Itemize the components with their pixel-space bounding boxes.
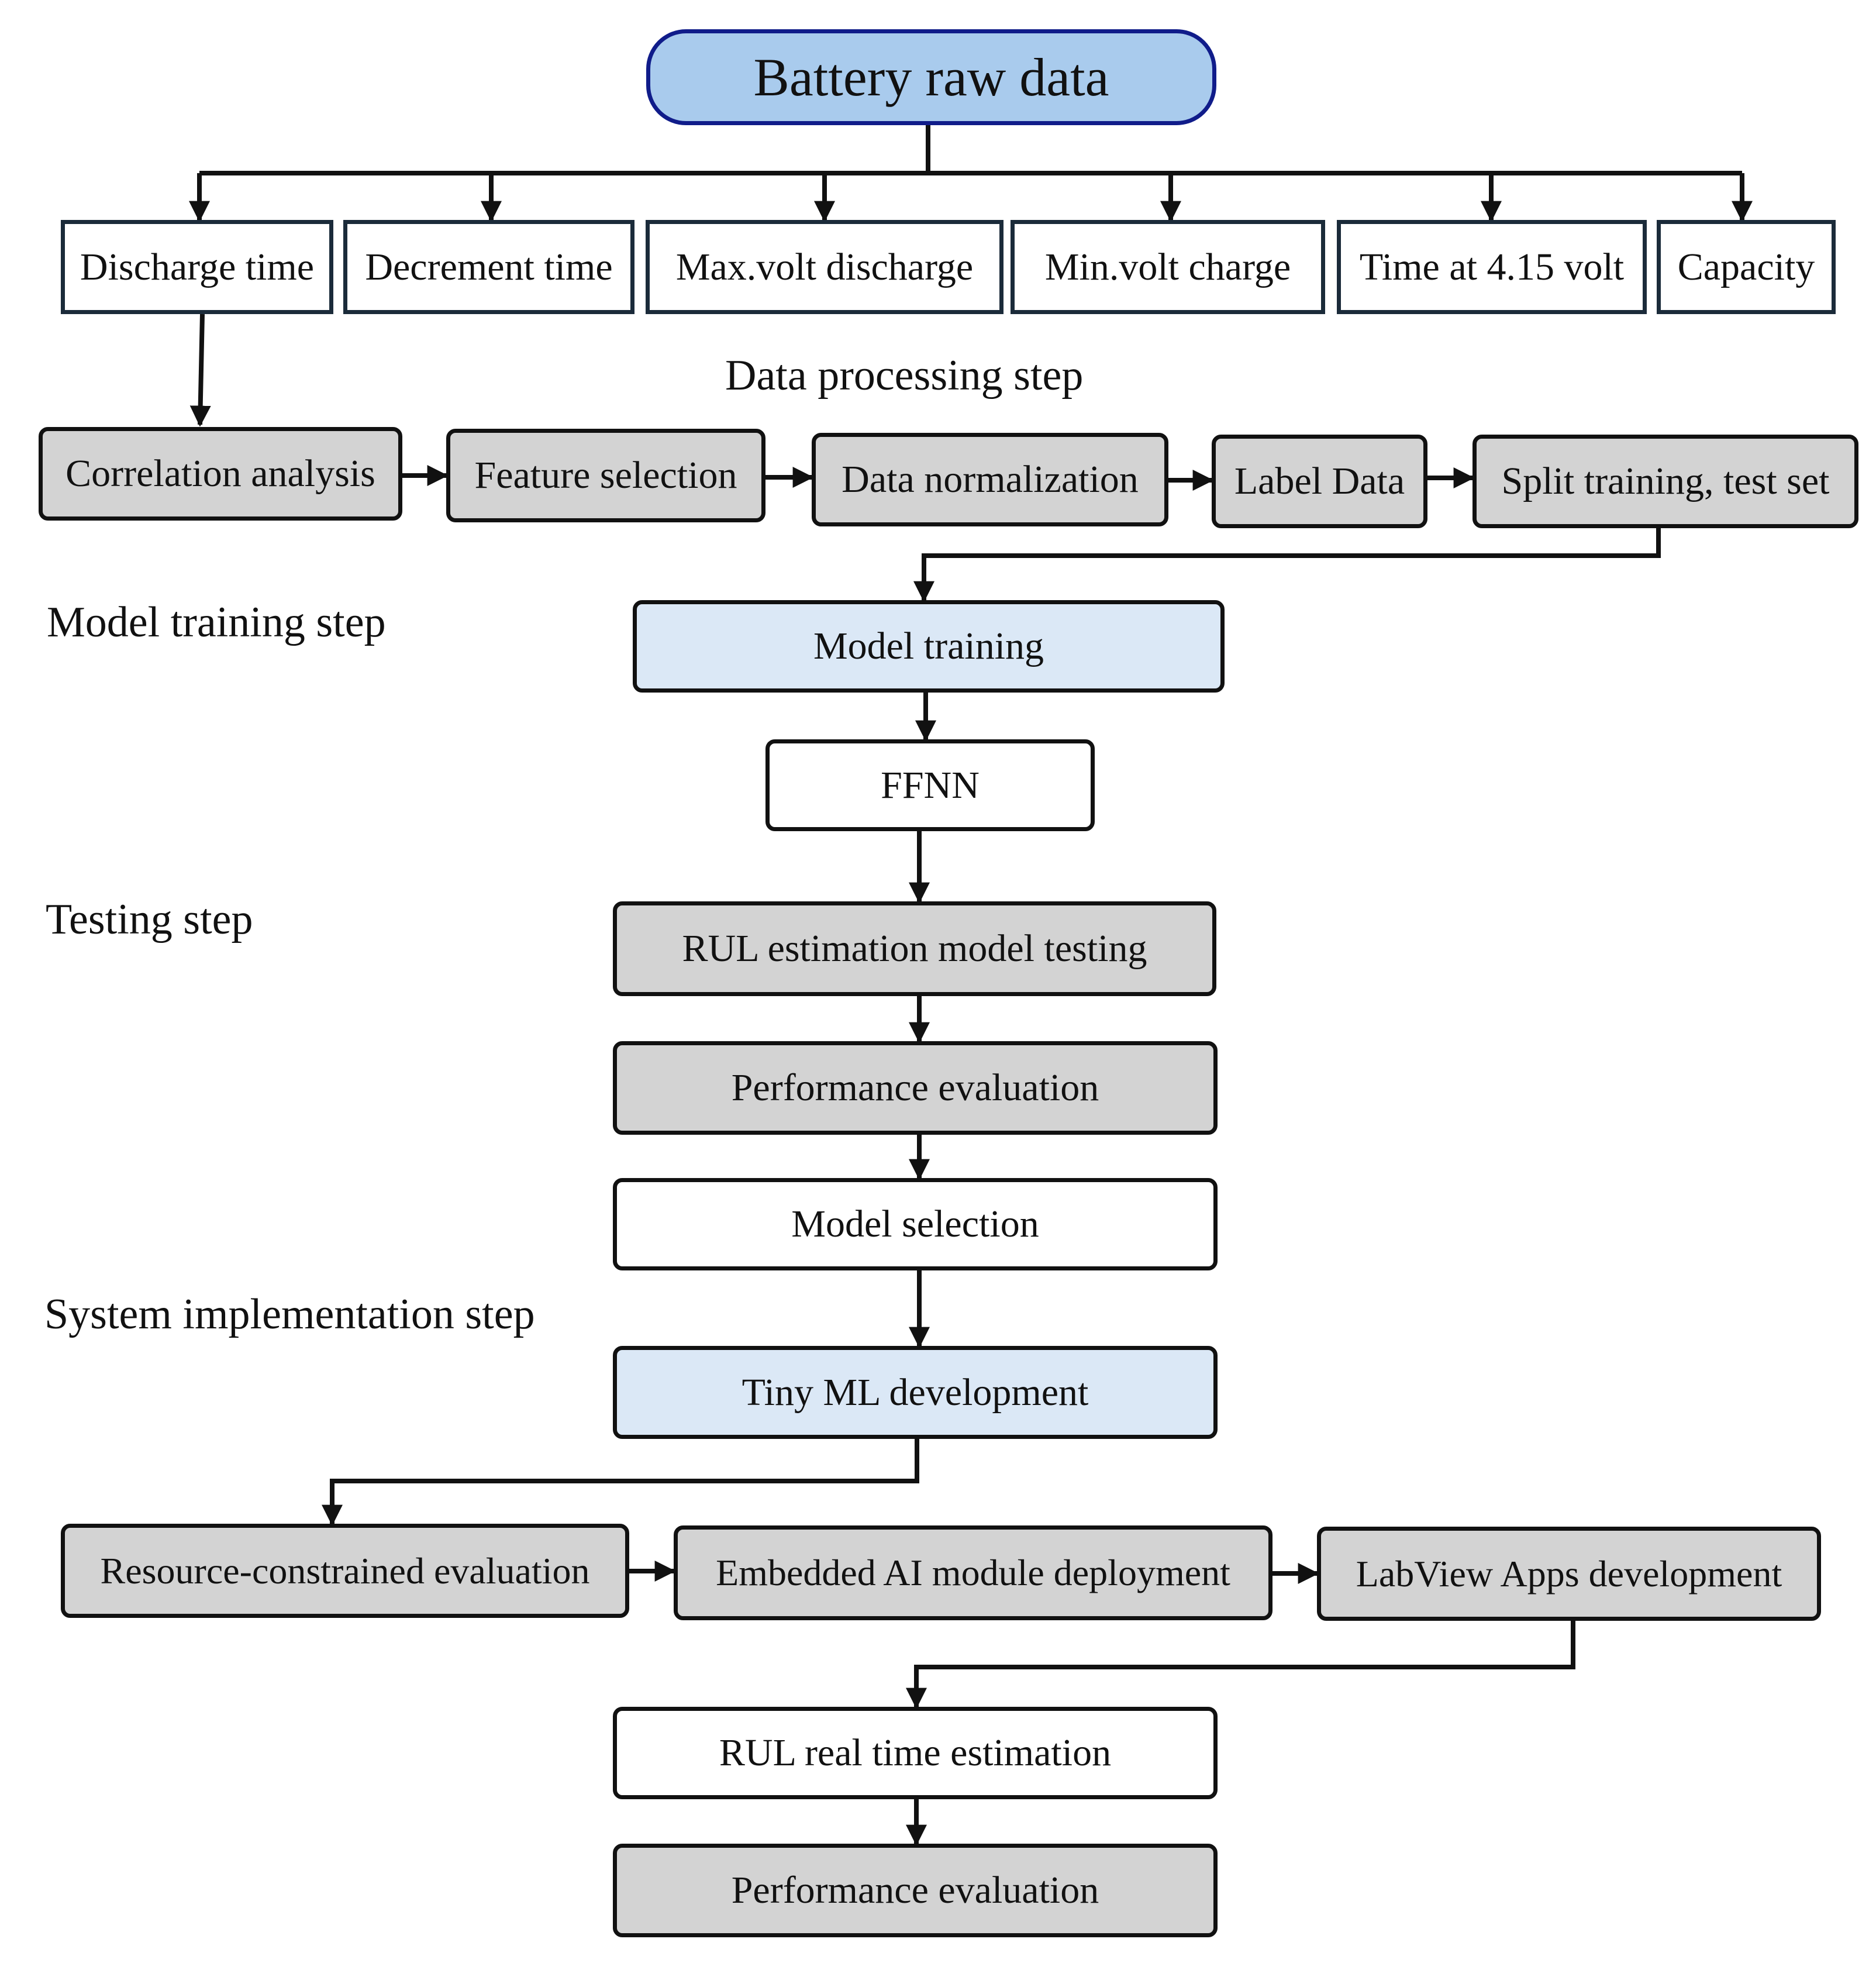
implementation-resource-constrained-evaluation: Resource-constrained evaluation	[61, 1524, 629, 1618]
feature-time-at-4-15-volt: Time at 4.15 volt	[1337, 220, 1647, 314]
step-label-testing: Testing step	[46, 896, 253, 943]
testing-rul-estimation-model-testing: RUL estimation model testing	[613, 901, 1216, 996]
feature-min-volt-charge: Min.volt charge	[1011, 220, 1325, 314]
testing-performance-evaluation: Performance evaluation	[613, 1041, 1218, 1135]
arrow-split-to-training	[913, 526, 1661, 602]
step-label-data-processing: Data processing step	[725, 352, 1084, 400]
process-correlation-analysis: Correlation analysis	[39, 427, 402, 521]
process-data-normalization: Data normalization	[812, 433, 1168, 526]
arrow-tinyml-to-resource	[322, 1439, 919, 1526]
step-label-model-training: Model training step	[47, 598, 386, 646]
process-label-data: Label Data	[1212, 435, 1427, 528]
implementation-tiny-ml-development: Tiny ML development	[613, 1346, 1218, 1439]
arrow-to-correlation	[189, 314, 211, 427]
training-model-training: Model training	[633, 600, 1225, 693]
implementation-performance-evaluation: Performance evaluation	[613, 1844, 1218, 1937]
process-feature-selection: Feature selection	[446, 429, 765, 522]
feature-decrement-time: Decrement time	[343, 220, 634, 314]
implementation-embedded-ai-module-deployment: Embedded AI module deployment	[674, 1525, 1272, 1620]
process-split-training-test-set: Split training, test set	[1472, 435, 1858, 528]
feature-discharge-time: Discharge time	[61, 220, 333, 314]
implementation-labview-apps-development: LabView Apps development	[1317, 1527, 1821, 1621]
implementation-rul-real-time-estimation: RUL real time estimation	[613, 1707, 1218, 1799]
training-ffnn: FFNN	[765, 739, 1095, 831]
arrow-labview-to-rul	[906, 1619, 1575, 1709]
feature-capacity: Capacity	[1657, 220, 1836, 314]
feature-max-volt-discharge: Max.volt discharge	[646, 220, 1003, 314]
testing-model-selection: Model selection	[613, 1178, 1218, 1270]
step-label-system-implementation: System implementation step	[44, 1290, 535, 1338]
root-battery-raw-data: Battery raw data	[646, 29, 1216, 125]
